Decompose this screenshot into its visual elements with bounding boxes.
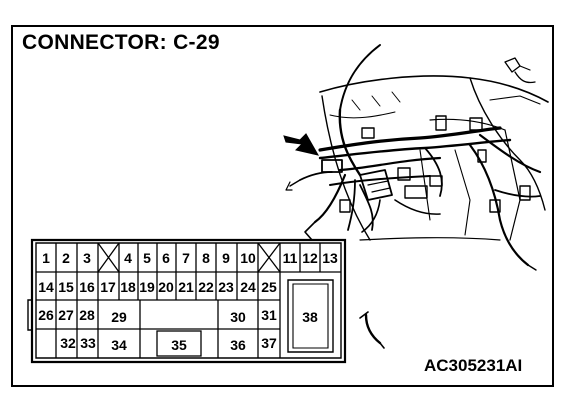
- pin-label: 22: [198, 279, 214, 295]
- connector-pin-row-2: 14 15 16 17 18 19 20 21 22 23 24 25: [38, 279, 277, 295]
- pin-label: 11: [283, 250, 298, 266]
- pin-label: 24: [240, 279, 256, 295]
- pin-label: 6: [162, 250, 170, 266]
- pin-label: 37: [261, 335, 277, 351]
- pin-label: 1: [42, 250, 50, 266]
- pin-label: 17: [100, 279, 116, 295]
- pin-label: 31: [261, 307, 277, 323]
- pin-label: 21: [178, 279, 194, 295]
- pin-label: 25: [261, 279, 277, 295]
- diagram-frame: [11, 25, 554, 387]
- pin-label: 32: [60, 335, 76, 351]
- pin-label: 15: [58, 279, 74, 295]
- pin-label: 5: [143, 250, 151, 266]
- pin-label: 10: [240, 250, 256, 266]
- pin-label: 26: [38, 307, 54, 323]
- pin-label: 30: [230, 309, 246, 325]
- figure-id: AC305231AI: [424, 356, 523, 375]
- connector-pin-row-1: 1 2 3 4 5 6 7 8 9 10 11 12 13: [42, 250, 338, 266]
- pin-label: 13: [322, 250, 338, 266]
- pin-label: 34: [111, 337, 127, 353]
- pin-label: 35: [171, 337, 187, 353]
- pin-label: 7: [182, 250, 190, 266]
- pin-label: 36: [230, 337, 246, 353]
- pin-label: 4: [124, 250, 132, 266]
- pin-label: 2: [62, 250, 70, 266]
- pin-label: 23: [218, 279, 234, 295]
- pin-label: 29: [111, 309, 127, 325]
- vehicle-wiring-illustration: [285, 44, 549, 349]
- pin-label: 8: [202, 250, 210, 266]
- connector-pin-row-3: 26 27 28 29 30 31 38: [38, 307, 318, 325]
- pin-label: 12: [302, 250, 318, 266]
- pin-label: 16: [79, 279, 95, 295]
- connector-face: [27, 238, 347, 364]
- pin-label: 27: [58, 307, 74, 323]
- pin-label: 14: [38, 279, 54, 295]
- connector-pin-row-4: 32 33 34 35 36 37: [60, 335, 277, 353]
- pin-label: 19: [139, 279, 155, 295]
- pin-label: 33: [80, 335, 96, 351]
- pin-label: 38: [302, 309, 318, 325]
- pin-label: 18: [120, 279, 136, 295]
- pin-label: 28: [79, 307, 95, 323]
- connector-title: CONNECTOR: C-29: [22, 31, 220, 54]
- arrow-icon: [283, 133, 319, 156]
- pin-label: 3: [83, 250, 91, 266]
- pin-label: 20: [158, 279, 174, 295]
- pin-label: 9: [222, 250, 230, 266]
